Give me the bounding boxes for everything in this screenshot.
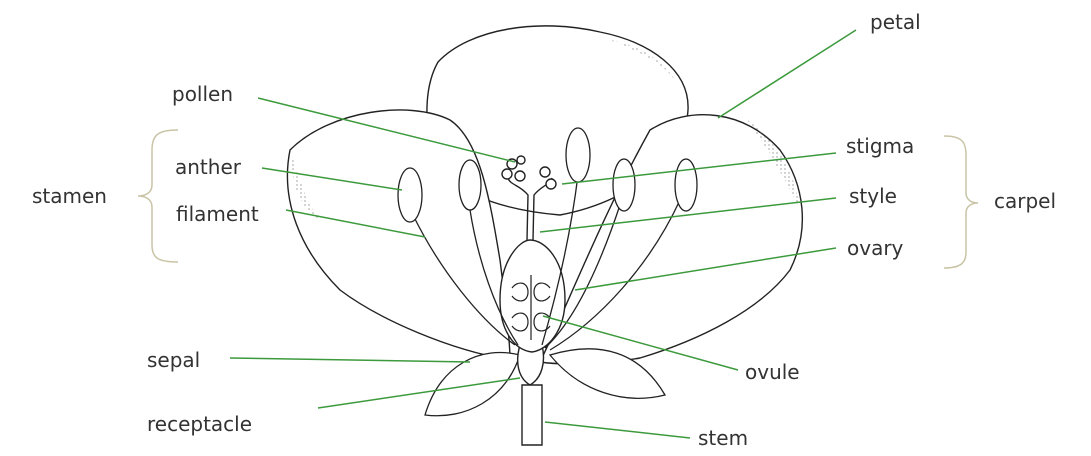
label-stem: stem <box>698 428 748 448</box>
label-ovary: ovary <box>847 238 903 258</box>
label-petal: petal <box>870 12 921 32</box>
label-anther: anther <box>175 157 241 177</box>
label-filament: filament <box>176 204 259 224</box>
label-style: style <box>849 186 897 206</box>
stem-leader <box>545 422 690 438</box>
label-sepal: sepal <box>147 350 200 370</box>
stamen-bracket <box>138 130 178 262</box>
label-pollen: pollen <box>172 84 233 104</box>
receptacle-and-stem <box>518 345 544 445</box>
label-carpel: carpel <box>994 191 1056 211</box>
petal-leader <box>718 30 856 118</box>
label-stigma: stigma <box>846 136 914 156</box>
label-ovule: ovule <box>745 362 800 382</box>
sepal-leader <box>230 358 470 362</box>
carpel-bracket <box>944 136 978 268</box>
label-stamen: stamen <box>32 186 107 206</box>
label-receptacle: receptacle <box>147 414 252 434</box>
